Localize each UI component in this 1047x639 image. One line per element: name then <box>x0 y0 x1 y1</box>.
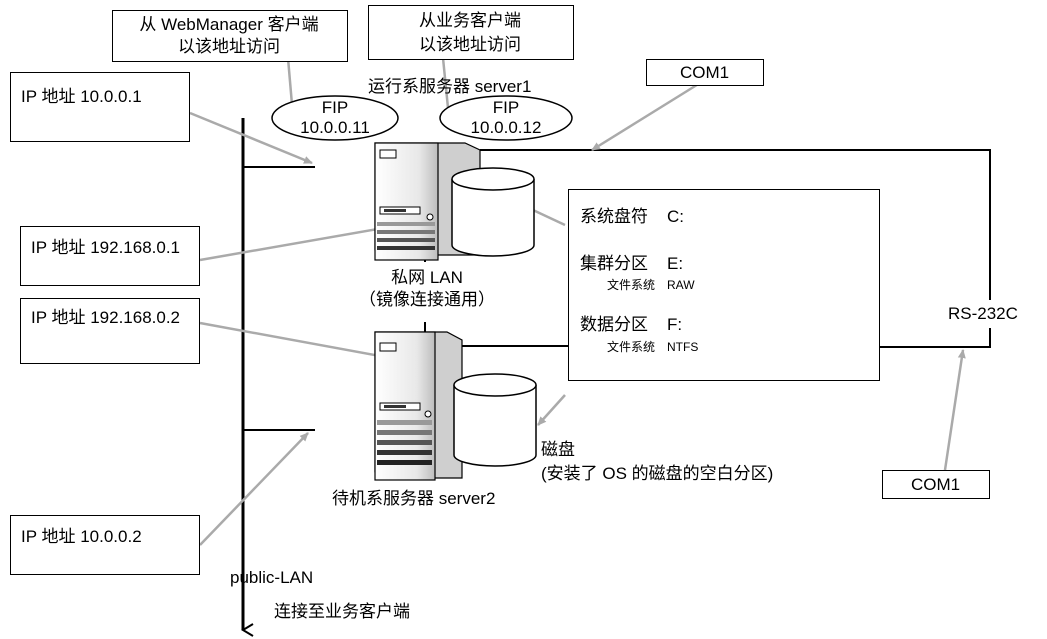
com-bottom-label: COM1 <box>910 475 961 494</box>
fip2-name: FIP <box>492 98 520 117</box>
fip1-ellipse <box>271 95 399 141</box>
cluster-partition-value: E: <box>667 254 684 273</box>
data-fs-value: NTFS <box>667 340 699 354</box>
server1-label: 运行系服务器 server1 <box>368 77 532 96</box>
server2-icon <box>374 331 463 481</box>
business-line1: 从业务客户端 <box>419 11 521 30</box>
server2-label: 待机系服务器 server2 <box>332 489 496 508</box>
fip1-name: FIP <box>321 98 349 117</box>
rs232c-cable <box>480 149 991 300</box>
com-bottom-box: COM1 <box>882 470 990 499</box>
pointer-com-top <box>591 81 701 152</box>
disk-caption-title: 磁盘 <box>541 440 575 459</box>
fip2-ellipse <box>439 95 573 141</box>
disk-caption-detail: (安装了 OS 的磁盘的空白分区) <box>541 464 774 483</box>
pointer-ip-s1-public <box>189 111 313 165</box>
webmanager-line2: 以该地址访问 <box>178 37 280 56</box>
business-callout: 从业务客户端 以该地址访问 <box>368 5 574 60</box>
to-clients-label: 连接至业务客户端 <box>274 602 410 621</box>
com-top-box: COM1 <box>646 59 764 86</box>
ip-box-s1-private: IP 地址 192.168.0.1 <box>20 226 200 286</box>
system-drive-value: C: <box>667 207 684 226</box>
cluster-partition-label: 集群分区 <box>580 254 648 273</box>
disk2-icon <box>453 373 537 467</box>
public-lan-label: public-LAN <box>230 568 314 587</box>
data-partition-label: 数据分区 <box>580 315 648 334</box>
rs232c-cable-lower <box>880 328 991 348</box>
fip2-address: 10.0.0.12 <box>470 118 542 137</box>
webmanager-line1: 从 WebManager 客户端 <box>139 15 319 34</box>
webmanager-callout: 从 WebManager 客户端 以该地址访问 <box>112 10 348 62</box>
pointer-disk2 <box>537 394 566 426</box>
data-partition-value: F: <box>667 315 683 334</box>
private-lan-sublabel: （镜像连接通用） <box>359 290 495 309</box>
ip-s1-private-text: IP 地址 192.168.0.1 <box>31 238 181 257</box>
business-line2: 以该地址访问 <box>419 35 521 54</box>
data-fs-label: 文件系统 <box>607 340 656 354</box>
ip-s2-private-text: IP 地址 192.168.0.2 <box>31 308 181 327</box>
private-lan-label: 私网 LAN <box>391 268 463 287</box>
disk1-icon <box>451 167 535 257</box>
rs232c-label: RS-232C <box>948 304 1018 324</box>
fip1-address: 10.0.0.11 <box>300 118 370 137</box>
pointer-ip-s2-public <box>199 432 309 546</box>
system-drive-label: 系统盘符 <box>580 207 648 226</box>
ip-s1-public-text: IP 地址 10.0.0.1 <box>21 87 142 106</box>
pointer-com-bottom <box>943 349 966 471</box>
ip-box-s1-public: IP 地址 10.0.0.1 <box>10 72 190 142</box>
ip-s2-public-text: IP 地址 10.0.0.2 <box>21 527 142 546</box>
cluster-fs-label: 文件系统 <box>607 278 656 292</box>
disk-info-box: 系统盘符 C: 集群分区 E: 文件系统 RAW 数据分区 F: 文件系统 NT… <box>568 189 880 381</box>
ip-box-s2-public: IP 地址 10.0.0.2 <box>10 515 200 575</box>
com-top-label: COM1 <box>679 63 730 82</box>
cluster-fs-value: RAW <box>667 278 695 292</box>
ip-box-s2-private: IP 地址 192.168.0.2 <box>20 298 200 364</box>
